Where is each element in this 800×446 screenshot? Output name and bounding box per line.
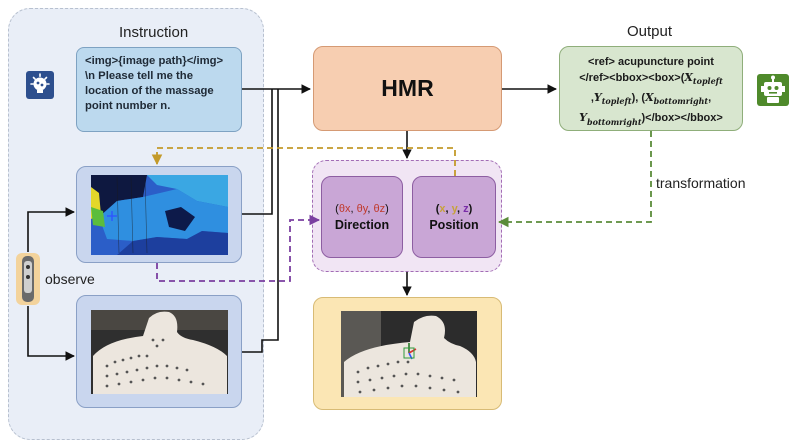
arrow-observe-to-rgb	[27, 306, 75, 361]
direction-box: (θx, θy, θz) Direction	[321, 176, 403, 258]
position-label: Position	[429, 217, 479, 232]
depth-image-frame	[76, 166, 242, 263]
output-line-3: ,Ytopleft), (Xbottomright,	[590, 91, 712, 107]
output-line-4: Ybottomright)</box></bbox>	[579, 111, 723, 127]
output-line-2: </ref><bbox><box>(Xtopleft	[579, 71, 723, 87]
output-title: Output	[627, 23, 673, 40]
result-image-frame	[313, 297, 502, 410]
depth-camera-icon	[14, 251, 42, 307]
direction-symbols: (θx, θy, θz)	[335, 202, 389, 215]
arrow-rgb-to-hmr	[242, 89, 279, 353]
arrow-observe-to-depth	[27, 207, 75, 252]
robot-icon	[757, 74, 789, 106]
arrow-position-to-depth	[151, 147, 456, 176]
instruction-title: Instruction	[119, 24, 189, 41]
result-mannequin-photo	[341, 311, 477, 397]
instruction-prompt: <img>{image path}</img> \n Please tell m…	[76, 47, 242, 132]
mannequin-photo	[91, 310, 228, 394]
position-box: (x, y, z) Position	[412, 176, 496, 258]
depth-map-image	[91, 175, 228, 255]
transformation-label: transformation	[656, 175, 746, 191]
arrow-depth-to-hmr	[242, 89, 273, 215]
position-symbols: (x, y, z)	[435, 202, 473, 215]
output-box: <ref> acupuncture point </ref><bbox><box…	[559, 46, 743, 131]
hmr-box: HMR	[313, 46, 502, 131]
observe-label: observe	[45, 271, 95, 287]
rgb-image-frame	[76, 295, 242, 408]
arrow-depth-to-direction	[156, 214, 321, 282]
output-line-1: <ref> acupuncture point	[588, 56, 714, 68]
arrow-output-to-position	[497, 131, 652, 228]
brain-lightbulb-icon	[26, 71, 54, 99]
direction-label: Direction	[334, 217, 390, 232]
